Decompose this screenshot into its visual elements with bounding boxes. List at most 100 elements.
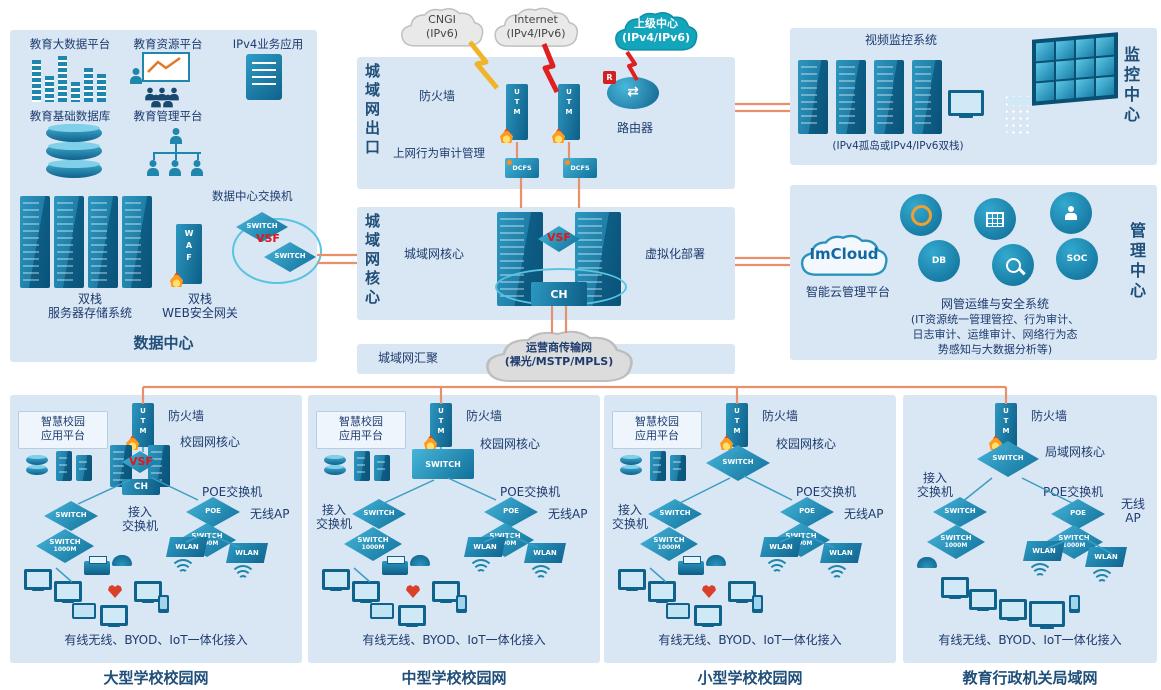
switch-text: SWITCH — [55, 511, 87, 520]
access-label-line2: 交换机 — [611, 517, 648, 531]
bar-segment — [84, 68, 93, 102]
camera-dome-icon — [917, 557, 937, 568]
platform-label-line2: 应用平台 — [339, 429, 383, 442]
org-line — [153, 154, 155, 160]
wifi-waves-icon — [170, 559, 196, 579]
waf-label-line2: WEB安全网关 — [162, 306, 238, 320]
switch-text: SWITCH — [489, 531, 521, 540]
access-switch-icon: SWITCH — [352, 499, 406, 529]
video-wall-cell — [1096, 56, 1114, 77]
utm-text: UTM — [733, 407, 741, 437]
waf-text: WAF — [184, 229, 194, 265]
core-label: 校园网核心 — [180, 435, 241, 449]
server-icon — [670, 455, 686, 481]
access-label-line2: 交换机 — [916, 485, 953, 499]
wifi-waves-icon — [528, 565, 554, 585]
video-server-icon — [836, 60, 866, 134]
switch-text: SWITCH — [1058, 533, 1090, 542]
server-tower-icon — [122, 196, 152, 288]
firewall-icon: UTM — [126, 403, 154, 450]
poe-switch-label: POE交换机 — [796, 485, 857, 499]
computer-icon — [322, 569, 350, 590]
wlan-text: WLAN — [829, 549, 853, 557]
database-icon — [26, 465, 48, 475]
speed-text: 1000M — [53, 545, 77, 553]
wifi-wave — [170, 559, 196, 585]
video-server-icon — [912, 60, 942, 134]
firewall-label: 防火墙 — [762, 409, 799, 423]
computer-icon — [648, 581, 676, 602]
wifi-wave — [1027, 563, 1053, 589]
vsf-ring — [232, 218, 322, 284]
utm-text: UTM — [1002, 407, 1010, 437]
wireless-ap-icon: WLAN — [760, 537, 802, 557]
access-switch-icon: SWITCH — [44, 501, 98, 531]
campus-title: 小型学校校园网 — [697, 669, 803, 687]
switch-text: SWITCH — [653, 535, 685, 544]
monitor-icon — [1029, 601, 1065, 627]
dc-switch-label: 数据中心交换机 — [212, 189, 293, 203]
firewall-icon: UTM — [989, 403, 1017, 450]
wireless-ap-label-line1: 无线 — [1120, 497, 1145, 511]
computer-icon — [352, 581, 380, 602]
org-line — [153, 152, 201, 154]
server-icon — [354, 451, 370, 481]
audience-person-icon — [145, 88, 155, 101]
vsf-link-icon — [122, 451, 158, 473]
internet-cloud: Internet(IPv4/IPv6) — [487, 4, 585, 50]
bar-segment — [71, 82, 80, 102]
cloud-icon — [401, 7, 484, 47]
video-wall-cell — [1076, 78, 1094, 98]
poe-switch-icon: POE — [484, 497, 538, 527]
wireless-ap-icon: WLAN — [524, 543, 566, 563]
access-switch-icon: SWITCH — [933, 497, 987, 527]
server-tower-icon — [54, 196, 84, 288]
wireless-ap-icon: WLAN — [166, 537, 208, 557]
video-server-icon — [798, 60, 828, 134]
noc-line3: 势感知与大数据分析等) — [937, 343, 1053, 356]
switch-text: SWITCH — [944, 507, 976, 516]
wireless-ap-icon: WLAN — [1023, 541, 1065, 561]
flame-icon — [720, 435, 733, 450]
wireless-ap-label: 无线AP — [844, 507, 884, 521]
access-switch-icon: SWITCH — [648, 499, 702, 529]
wireless-ap-icon: WLAN — [820, 543, 862, 563]
core-switch-icon: SWITCH — [706, 445, 770, 481]
video-wall-cell — [1056, 40, 1074, 60]
firewall-label: 防火墙 — [466, 409, 503, 423]
database-icon — [26, 455, 48, 465]
cngi-cloud: CNGI(IPv6) — [396, 4, 488, 50]
dcfs-text: DCFS — [570, 164, 590, 172]
platform-label-line2: 应用平台 — [41, 429, 85, 442]
database-icon: DB — [918, 240, 960, 282]
wlan-text: WLAN — [473, 543, 497, 551]
wireless-ap-label: 无线AP — [548, 507, 588, 521]
utm-text: UTM — [437, 407, 445, 437]
heart-icon — [108, 585, 122, 598]
wifi-waves-icon — [1027, 563, 1053, 583]
speed-text: 1000M — [1062, 541, 1086, 549]
printer-icon — [678, 556, 704, 575]
platform-label-line1: 智慧校园 — [41, 415, 85, 428]
poe-switch-icon: POE — [780, 497, 834, 527]
tablet-icon — [666, 603, 690, 619]
cloud-icon — [615, 11, 698, 51]
database-icon — [324, 455, 346, 465]
wifi-wave — [764, 559, 790, 585]
core-label: 局域网核心 — [1045, 445, 1106, 459]
ring-glyph — [910, 204, 932, 226]
server-tower-icon — [88, 196, 118, 288]
wireless-ap-icon: WLAN — [1085, 547, 1127, 567]
router-arrows: ⇄ — [627, 84, 639, 101]
campus-title: 中型学校校园网 — [401, 669, 507, 687]
wifi-wave — [468, 559, 494, 585]
ch-text: CH — [133, 482, 149, 492]
speed-text: 1000M — [944, 541, 968, 549]
cloud-icon — [494, 7, 579, 47]
grid-glyph — [986, 211, 1004, 227]
report-icon — [974, 198, 1016, 240]
computer-icon — [100, 605, 128, 626]
platform-label-line1: 智慧校园 — [635, 415, 679, 428]
flame-icon — [170, 272, 183, 287]
